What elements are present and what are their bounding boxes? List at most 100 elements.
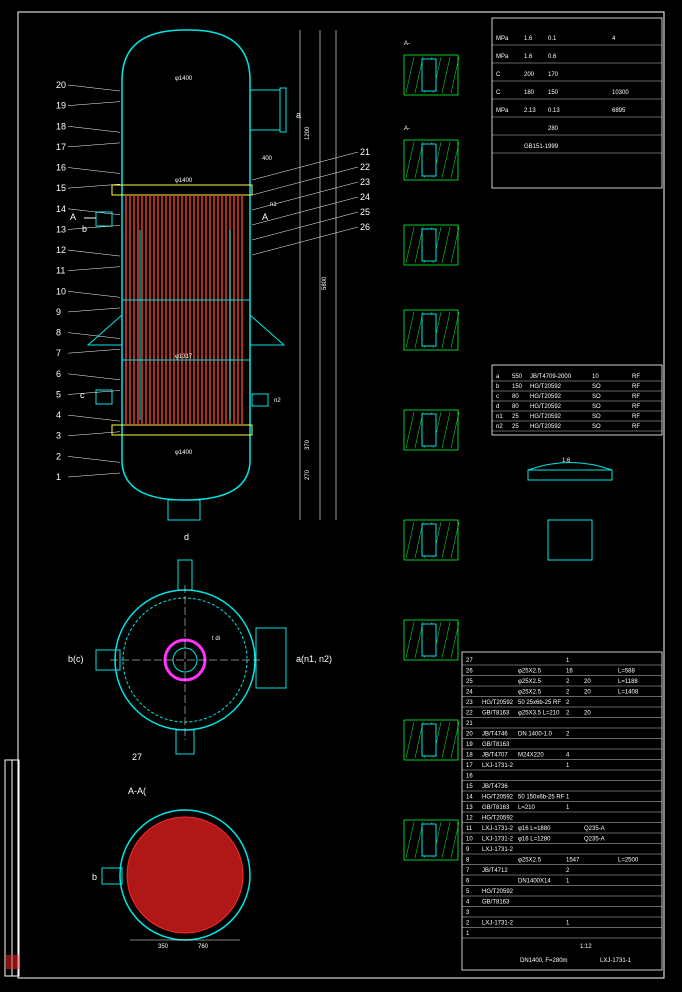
leader-line [67,249,121,257]
bom-cell: 2 [566,679,570,685]
hatch-line [405,521,415,559]
bom-cell: L=1188 [618,679,638,685]
leader-line [67,390,121,395]
dim-400: 400 [262,156,273,162]
design-cell: 2.13 [524,108,536,114]
nozzle-cell: n1 [496,414,503,420]
detail-part [421,723,437,757]
design-cell: 4 [612,36,616,42]
bom-cell: 20 [466,732,473,738]
detail-part [421,143,437,177]
nozzle-cell: d [496,404,499,410]
leader-line [67,266,121,271]
bom-cell: LXJ-1731-2 [482,921,514,927]
leader-line [251,181,359,211]
leader-line [251,196,359,226]
nozzle-cell: HG/T20592 [530,414,562,420]
nozzle-mark-n1: n1 [270,202,277,208]
bom-cell: 2 [466,921,470,927]
nozzle-mark-c: c [80,390,85,400]
leader-line [67,142,121,148]
design-cell: C [496,72,501,78]
section-mark-a-left: A [70,212,76,222]
callout-14: 14 [56,204,66,214]
leader-line [67,348,121,354]
hatch-line [441,226,451,264]
nozzle-cell: 80 [512,404,519,410]
bom-cell: DN 1400-1.0 [518,732,553,738]
nozzle-cell: SO [592,384,601,390]
hatch-line [450,56,460,94]
title-block-name: DN1400, F=280m [520,958,568,964]
dim-bottom-diameter: φ1400 [175,450,193,456]
bom-cell: GB/T8163 [482,742,510,748]
section-mark-b: b [92,872,97,882]
bom-cell: LXJ-1731-2 [482,826,514,832]
callout-17: 17 [56,142,66,152]
bom-cell: L=210 [518,805,536,811]
bom-cell: 1 [566,879,570,885]
section-mark-a-right: A [262,212,268,222]
title-block-drawing-no: LXJ-1731-1 [600,958,632,964]
section-a-a-view [101,809,251,941]
detail-view-6 [403,519,459,561]
bom-cell: 1 [566,795,570,801]
hatch-line [450,141,460,179]
hatch-line [450,821,460,859]
bom-cell: LXJ-1731-2 [482,847,514,853]
leader-line [67,456,121,463]
callout-9: 9 [56,307,61,317]
hatch-line [450,721,460,759]
bom-cell: φ16 L=1880 [518,826,551,832]
nozzle-mark-d: d [184,532,189,542]
bom-cell: 5 [466,889,470,895]
design-cell: GB151-1999 [524,144,559,150]
detail-views: A-A- [403,41,460,861]
detail-title: A- [404,126,410,132]
plan-mark-a-n1-n2: a(n1, n2) [296,654,332,664]
hatch-line [405,311,415,349]
nozzle-cell: 10 [592,374,599,380]
nozzle-cell: JB/T4709-2000 [530,374,572,380]
bom-cell: 1 [466,931,470,937]
design-cell: 150 [548,90,559,96]
hatch-line [450,226,460,264]
bom-cell: 16 [566,669,573,675]
nozzle-cell: RF [632,424,640,430]
nozzle-mark-n2: n2 [274,398,281,404]
bom-cell: 50 25x6b-25 RF [518,700,561,706]
bom-cell: 1 [566,658,570,664]
plan-mark-t-di: t di [212,636,220,642]
detail-view-5 [403,409,459,451]
leader-line [67,307,121,313]
bom-cell: JB/T4736 [482,784,508,790]
bom-cell: φ25X2.5 [518,679,542,685]
design-cell: 0.13 [548,108,560,114]
dim-shell-diameter: φ1400 [175,76,193,82]
hatch-line [441,521,451,559]
dim-350: 350 [158,944,169,950]
hatch-line [450,411,460,449]
callout-5: 5 [56,389,61,399]
bom-cell: 6 [466,879,470,885]
bom-cell: GB/T8163 [482,805,510,811]
design-cell: MPa [496,54,509,60]
bom-cell: L=1408 [618,690,639,696]
bom-cell: 11 [466,826,473,832]
leader-line [67,183,121,189]
callout-6: 6 [56,369,61,379]
bom-cell: 25 [466,679,473,685]
design-cell: 0.6 [548,54,557,60]
leader-line [67,332,121,339]
leader-line [251,226,359,256]
bom-cell: HG/T20592 [482,889,514,895]
bom-cell: 10 [466,837,473,843]
detail-view-3 [403,224,459,266]
bom-cell: φ25X2.5 [518,690,542,696]
plan-view [95,559,287,755]
hatch-line [405,226,415,264]
nozzle-cell: SO [592,414,601,420]
leader-line [67,373,121,381]
